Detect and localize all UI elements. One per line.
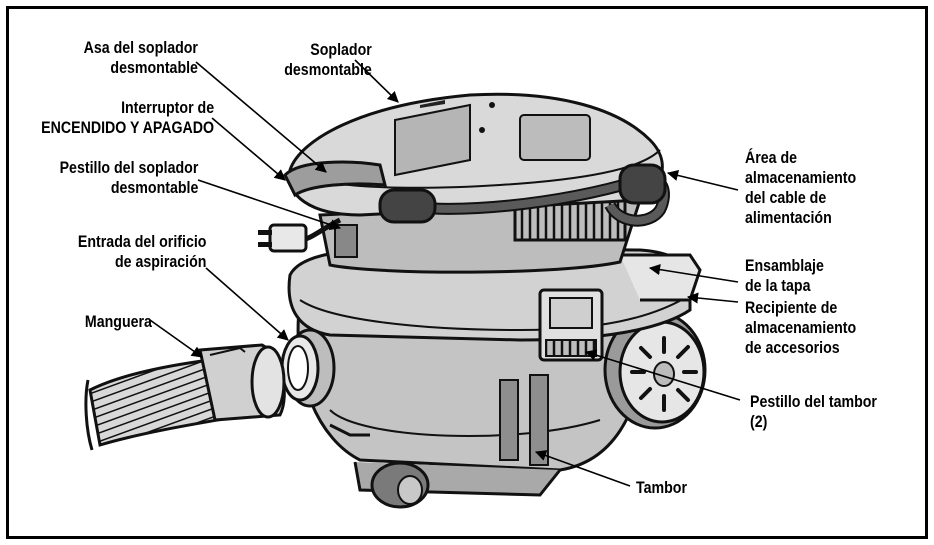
leader-lines: [149, 59, 741, 487]
leader-blower: [354, 59, 399, 103]
leader-lid-assembly: [648, 264, 739, 283]
label-blower-handle: Asa del soplador desmontable: [83, 39, 198, 77]
power-cord: [299, 163, 670, 243]
drum-latch: [538, 288, 604, 362]
blower-handle: [283, 160, 387, 198]
leader-drum-latch: [584, 349, 741, 401]
label-blower: Soplador desmontable: [284, 41, 372, 79]
leader-drum: [534, 450, 631, 487]
rear-wheel: [603, 310, 707, 430]
leader-hose: [149, 319, 203, 358]
blower: [287, 92, 664, 217]
leader-switch: [211, 117, 286, 181]
plug: [258, 223, 308, 253]
leader-suction-inlet: [205, 267, 289, 341]
label-accessory-storage: Recipiente de almacenamiento de accesori…: [745, 299, 857, 357]
label-lid-assembly: Ensamblaje de la tapa: [745, 257, 824, 295]
label-suction-inlet: Entrada del orificio de aspiración: [77, 233, 206, 271]
leader-accessory-storage: [686, 292, 739, 304]
label-blower-latch: Pestillo del soplador desmontable: [59, 159, 198, 197]
label-drum: Tambor: [636, 479, 687, 497]
leader-cord-storage: [666, 169, 739, 191]
label-cord-storage: Área de almacenamiento del cable de alim…: [745, 149, 857, 227]
leader-blower-handle: [195, 61, 327, 173]
label-hose: Manguera: [84, 313, 152, 331]
leader-blower-latch: [197, 179, 342, 231]
hose: [84, 343, 286, 451]
suction-inlet: [280, 328, 336, 408]
label-switch: Interruptor de ENCENDIDO Y APAGADO: [41, 99, 214, 137]
casters: [370, 461, 430, 509]
label-drum-latch: Pestillo del tambor (2): [750, 393, 877, 431]
